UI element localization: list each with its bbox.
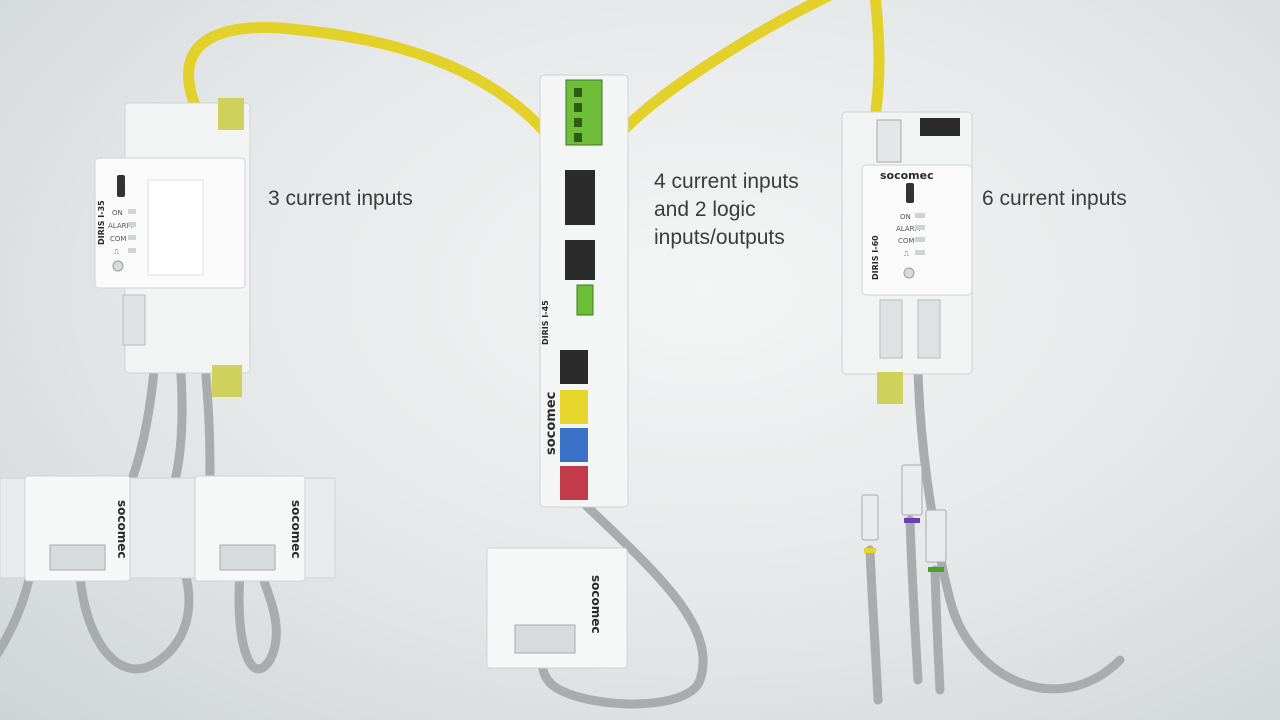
left-current-sensors: socomec socomec — [0, 475, 336, 582]
sensor2-brand: socomec — [289, 500, 303, 559]
caption-left-meter: 3 current inputs — [268, 187, 413, 210]
right-led-on: ON — [900, 213, 911, 221]
right-led-com: COM — [898, 237, 914, 245]
right-model-label: DIRIS I-60 — [871, 235, 880, 280]
led-label-on: ON — [112, 209, 123, 217]
grey-cables — [0, 355, 1125, 709]
middle-model-label: DIRIS I-45 — [541, 300, 550, 345]
sensor3-brand: socomec — [589, 575, 603, 634]
caption-middle-meter: 4 current inputs and 2 logic inputs/outp… — [654, 170, 799, 249]
sensor1-brand: socomec — [115, 500, 129, 559]
middle-current-sensor: socomec — [486, 547, 628, 669]
right-meter: socomec ON ALARM COM ⎍ DIRIS I-60 — [841, 111, 973, 404]
led-label-pulse: ⎍ — [114, 248, 119, 256]
right-brand: socomec — [880, 169, 934, 182]
right-led-pulse: ⎍ — [904, 250, 909, 258]
left-meter: ON ALARM COM ⎍ DIRIS I-35 — [94, 98, 251, 397]
right-led-alarm: ALARM — [896, 225, 921, 233]
middle-brand: socomec — [544, 392, 559, 455]
led-label-alarm: ALARM — [108, 222, 133, 230]
middle-meter: socomec DIRIS I-45 — [539, 74, 629, 508]
left-model-label: DIRIS I-35 — [97, 200, 106, 245]
caption-right-meter: 6 current inputs — [982, 187, 1127, 210]
led-label-com: COM — [110, 235, 126, 243]
rj45-connectors — [861, 464, 947, 572]
